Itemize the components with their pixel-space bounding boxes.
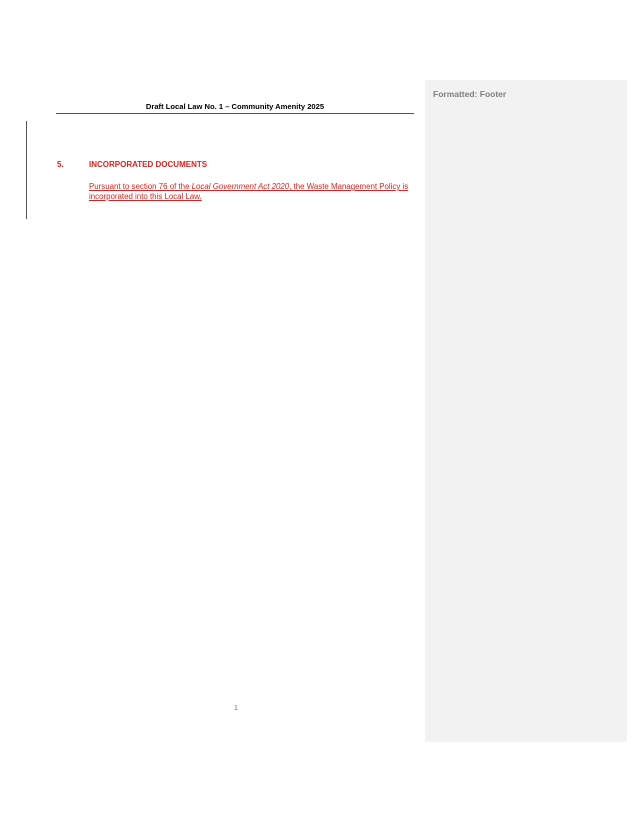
paragraph-act-name: Local Government Act 2020	[191, 182, 290, 191]
page-number: 1	[233, 703, 239, 712]
header-divider	[56, 113, 414, 114]
section-paragraph: Pursuant to section 76 of the Local Gove…	[89, 182, 414, 202]
page-header-title: Draft Local Law No. 1 – Community Amenit…	[145, 102, 325, 111]
section-heading: 5. INCORPORATED DOCUMENTS	[57, 160, 357, 172]
section-title: INCORPORATED DOCUMENTS	[89, 160, 208, 169]
tracked-change-bar	[26, 121, 27, 219]
paragraph-text-end: , the Waste Management Policy is incorpo…	[89, 182, 409, 201]
comment-pane[interactable]: Formatted: Footer	[425, 80, 627, 742]
paragraph-text-start: Pursuant to section 76 of the	[89, 182, 192, 191]
comment-pane-title[interactable]: Formatted: Footer	[433, 89, 507, 99]
section-number: 5.	[57, 160, 64, 169]
